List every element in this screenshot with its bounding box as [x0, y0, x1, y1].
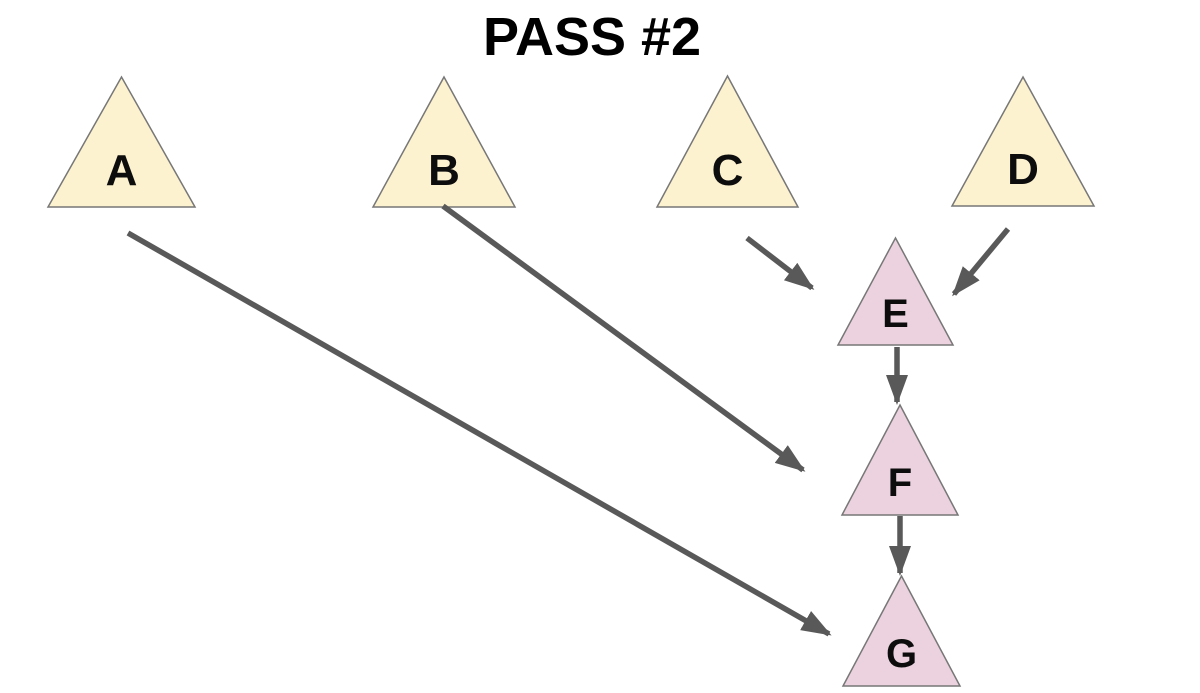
- node-shape-D: [950, 75, 1096, 207]
- node-label-F: F: [888, 461, 912, 505]
- node-shape-A: [46, 75, 197, 208]
- node-label-A: A: [106, 146, 138, 195]
- node-shape-F: [840, 403, 960, 516]
- page-title: PASS #2: [482, 7, 702, 67]
- edge-arrow-C-to-E: [745, 235, 815, 291]
- node-shape-G: [841, 574, 962, 687]
- node-shape-C: [655, 74, 800, 208]
- edge-arrow-A-to-G: [126, 230, 832, 637]
- node-label-D: D: [1007, 145, 1039, 194]
- node-label-C: C: [712, 146, 744, 195]
- node-label-B: B: [428, 146, 460, 195]
- edge-arrow-D-to-E: [951, 227, 1011, 297]
- node-shape-E: [836, 236, 955, 346]
- node-label-E: E: [882, 292, 909, 336]
- node-label-G: G: [886, 632, 917, 676]
- edge-arrow-B-to-F: [441, 203, 806, 473]
